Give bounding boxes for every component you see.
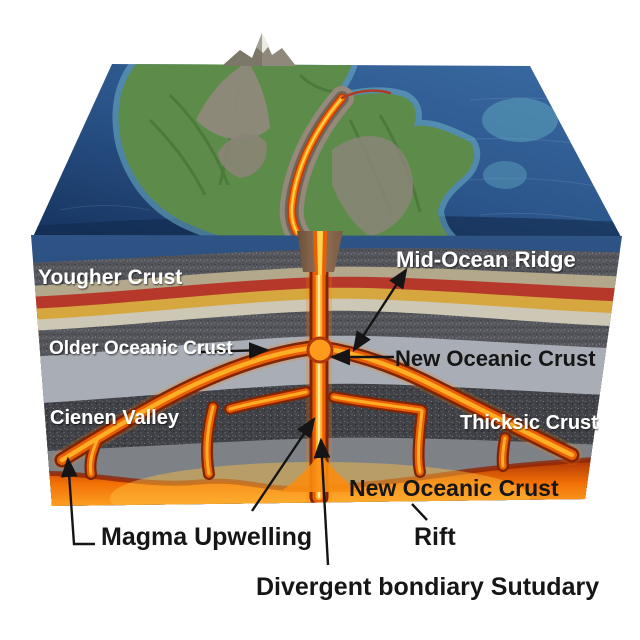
arrow-mid-ocean-ridge: [352, 267, 408, 353]
volcano-collar: [297, 231, 343, 275]
label-divergent-boundary: Divergent bondiary Sutudary: [256, 573, 599, 601]
label-older-oceanic-crust: Older Oceanic Crust: [49, 338, 233, 359]
arrow-divergent-boundary: [313, 437, 331, 566]
magma-network: [62, 240, 572, 497]
rocky-ridges: [196, 64, 414, 236]
annotation-labels: Yougher Crust Mid-Ocean Ridge Older Ocea…: [38, 247, 599, 601]
surface-lava-rift: [287, 89, 392, 237]
label-new-oceanic-crust-upper: New Oceanic Crust: [395, 346, 596, 371]
annotation-arrows: [60, 267, 428, 566]
top-face-ocean: [33, 33, 621, 237]
label-rift: Rift: [414, 523, 456, 551]
label-new-oceanic-crust-lower: New Oceanic Crust: [349, 475, 559, 501]
arrow-magma-upwelling-right: [251, 417, 316, 512]
arrow-older-oceanic-crust: [199, 342, 270, 359]
label-younger-crust: Yougher Crust: [38, 266, 182, 289]
label-magma-upwelling: Magma Upwelling: [101, 523, 312, 551]
magma-trumpet: [280, 455, 360, 492]
shallow-lagoon: [482, 98, 558, 142]
magma-junction: [306, 336, 334, 364]
leader-rift: [411, 503, 428, 521]
mountain-peak: [222, 33, 296, 66]
label-thick-crust: Thicksic Crust: [460, 412, 598, 434]
shallow-bay: [483, 161, 527, 189]
label-mid-ocean-ridge: Mid-Ocean Ridge: [396, 247, 576, 272]
front-face: [31, 231, 622, 506]
arrow-magma-upwelling-left: [60, 456, 95, 546]
label-rift-valley: Cienen Valley: [50, 407, 180, 429]
